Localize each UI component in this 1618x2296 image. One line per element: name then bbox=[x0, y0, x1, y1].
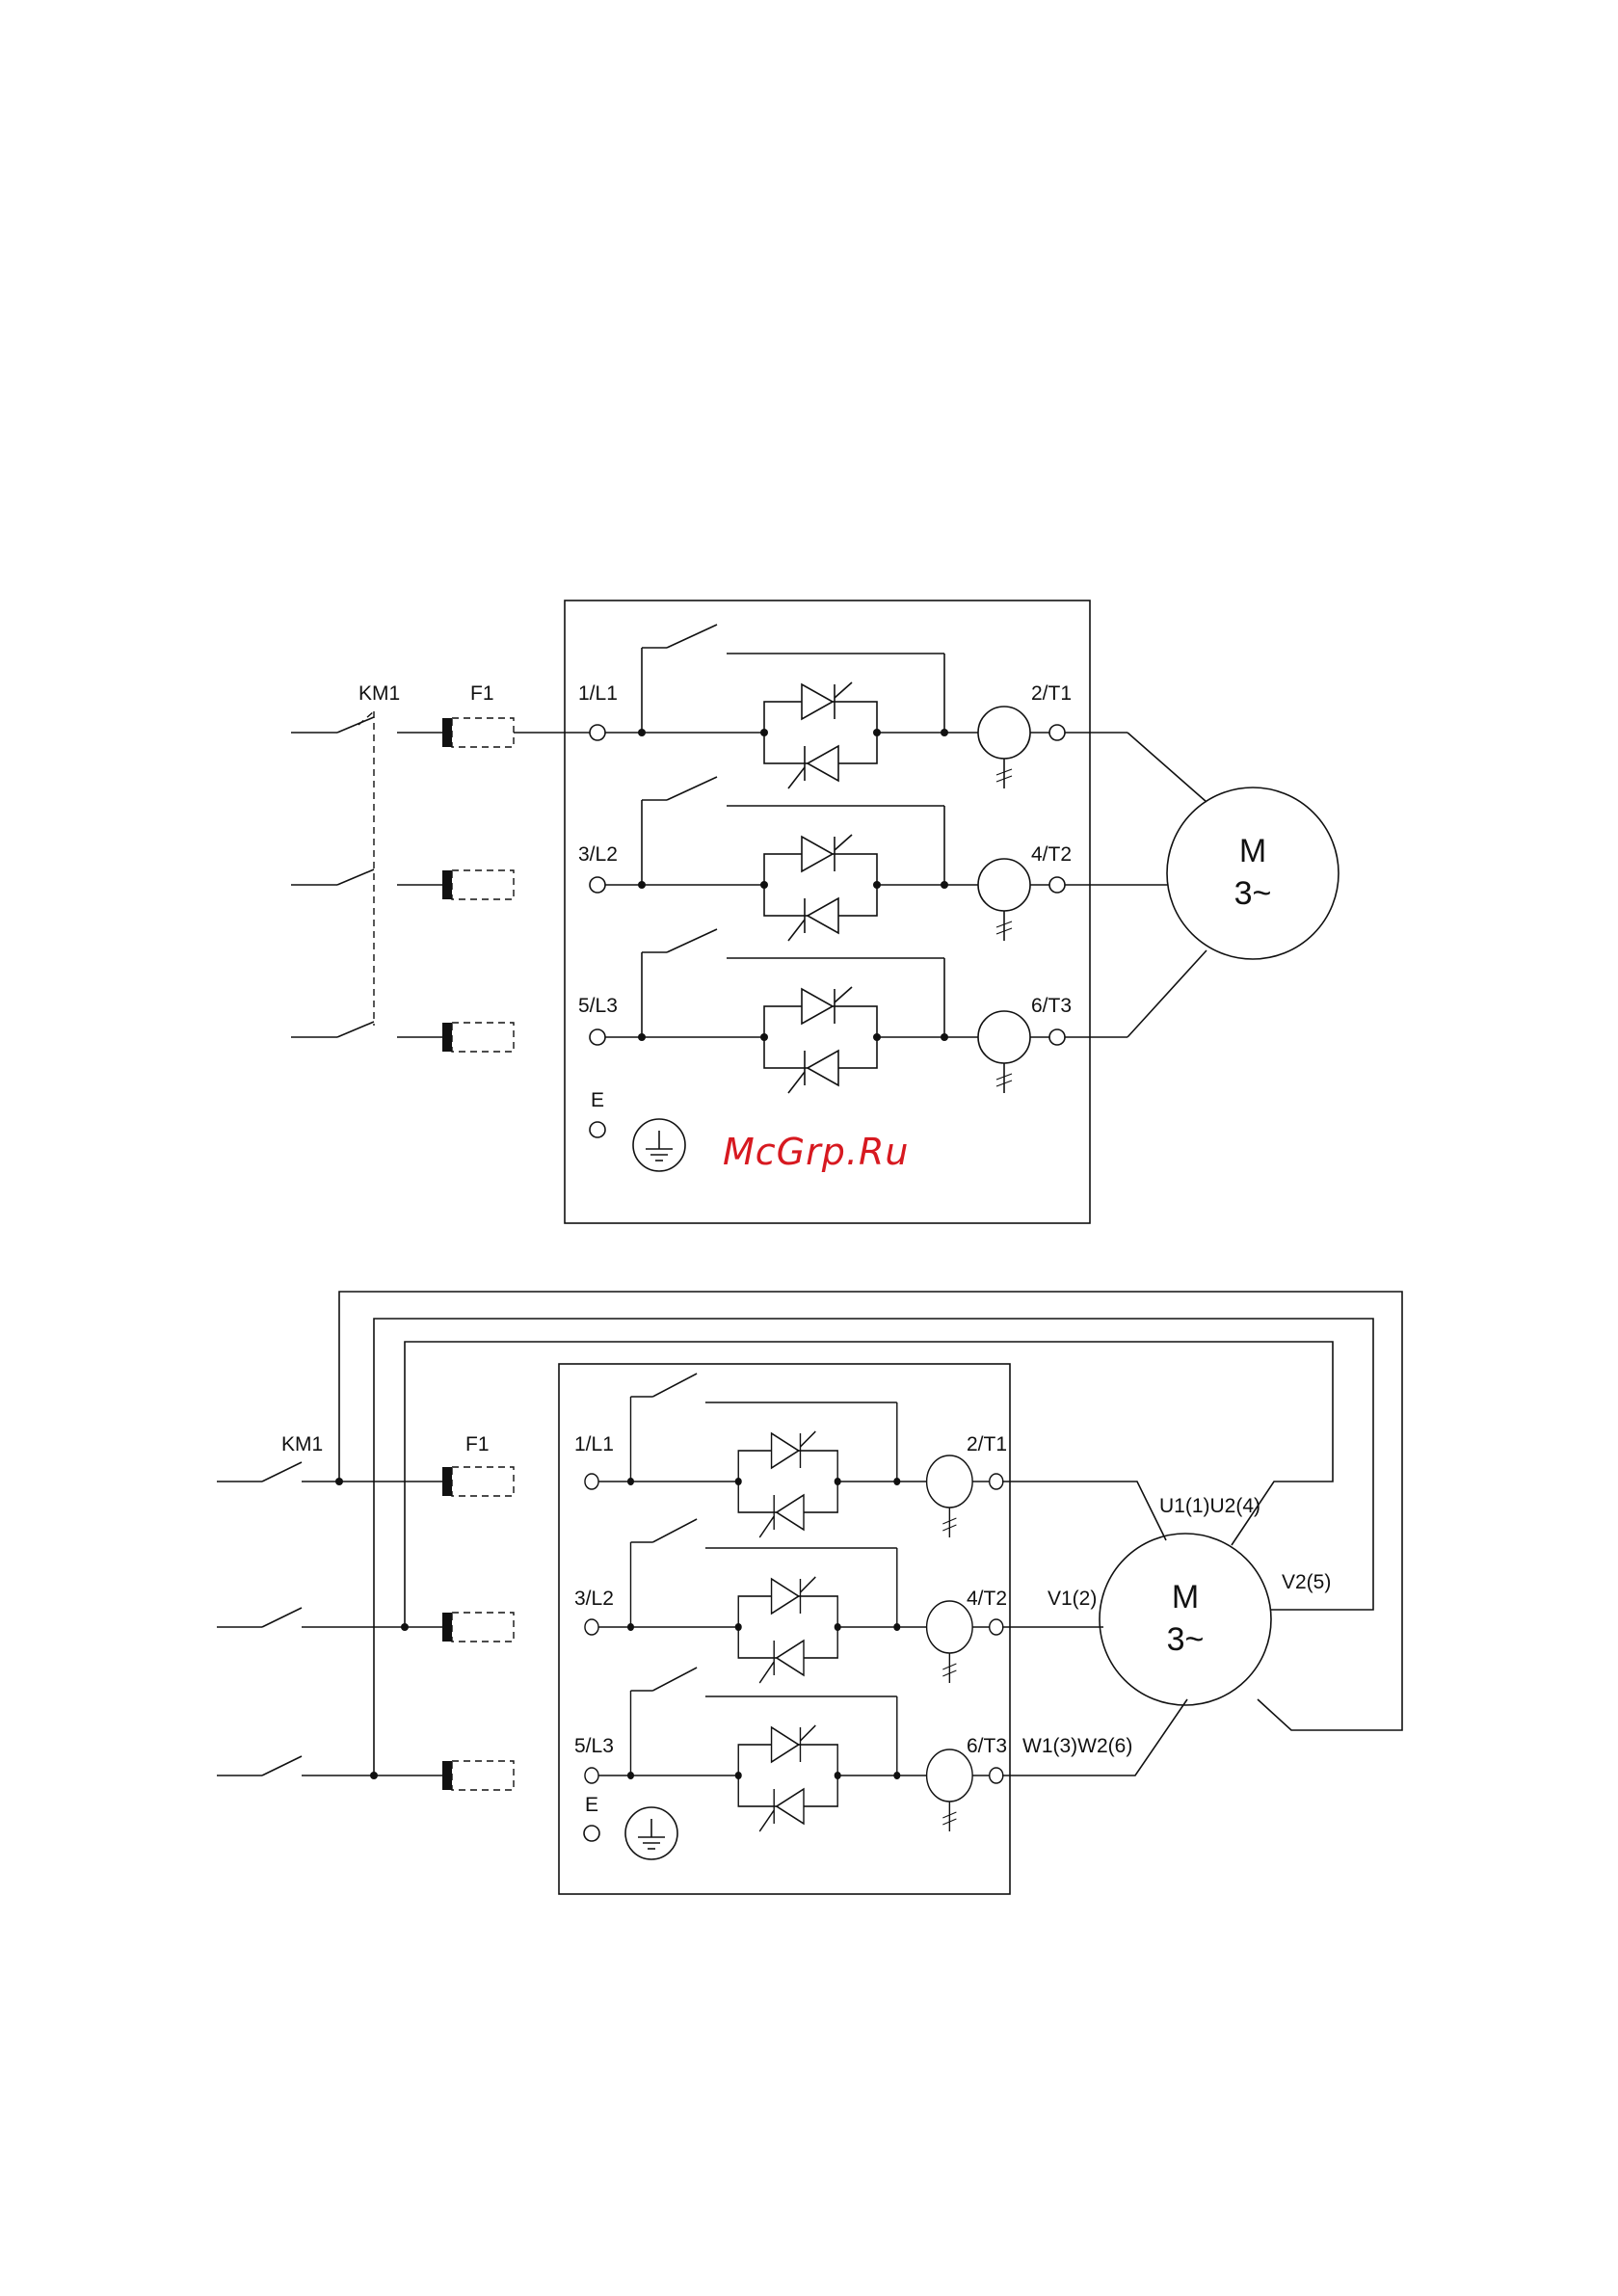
motor-label: M bbox=[1172, 1579, 1199, 1615]
km1-contactor bbox=[217, 1462, 442, 1779]
terminal-3-l2: 3/L2 bbox=[578, 843, 618, 866]
motor-phase-label: 3~ bbox=[1234, 875, 1272, 912]
motor bbox=[1100, 1534, 1271, 1705]
terminal-6-t3: 6/T3 bbox=[1031, 995, 1072, 1017]
earth-icon bbox=[625, 1807, 677, 1859]
earth-terminal bbox=[584, 1826, 599, 1841]
motor-phase-label: 3~ bbox=[1167, 1621, 1205, 1658]
earth-label: E bbox=[585, 1794, 598, 1816]
phase-l1 bbox=[590, 625, 1065, 788]
winding-w-label: W1(3)W2(6) bbox=[1022, 1735, 1132, 1757]
terminal-6-t3: 6/T3 bbox=[967, 1735, 1007, 1757]
km1-label: KM1 bbox=[358, 682, 400, 705]
earth-icon bbox=[633, 1119, 685, 1171]
terminal-3-l2: 3/L2 bbox=[574, 1588, 614, 1610]
terminal-2-t1: 2/T1 bbox=[1031, 682, 1072, 705]
terminal-4-t2: 4/T2 bbox=[1031, 843, 1072, 866]
terminal-2-t1: 2/T1 bbox=[967, 1433, 1007, 1455]
phase-l2 bbox=[585, 1519, 1003, 1683]
km1-contactor bbox=[291, 711, 442, 1037]
terminal-5-l3: 5/L3 bbox=[578, 995, 618, 1017]
watermark: McGrp.Ru bbox=[723, 1131, 909, 1173]
winding-v1-label: V1(2) bbox=[1048, 1588, 1097, 1610]
earth-terminal bbox=[590, 1122, 605, 1137]
terminal-5-l3: 5/L3 bbox=[574, 1735, 614, 1757]
f1-label: F1 bbox=[465, 1433, 490, 1455]
km1-label: KM1 bbox=[281, 1433, 323, 1455]
bottom-diagram: KM1 F1 1/L1 3/L2 5/L3 2/T1 4/T2 6/T3 E M… bbox=[217, 1292, 1402, 1894]
earth-label: E bbox=[591, 1089, 604, 1111]
winding-u-label: U1(1)U2(4) bbox=[1159, 1495, 1260, 1517]
f1-fuses bbox=[442, 1467, 514, 1790]
terminal-1-l1: 1/L1 bbox=[578, 682, 618, 705]
terminal-4-t2: 4/T2 bbox=[967, 1588, 1007, 1610]
top-diagram: KM1 F1 1/L1 3/L2 5/L3 2/T1 4/T2 6/T3 E M… bbox=[291, 601, 1339, 1223]
terminal-1-l1: 1/L1 bbox=[574, 1433, 614, 1455]
f1-label: F1 bbox=[470, 682, 494, 705]
motor bbox=[1167, 788, 1339, 959]
phase-l2 bbox=[590, 777, 1065, 941]
winding-v2-label: V2(5) bbox=[1282, 1571, 1331, 1593]
phase-l3 bbox=[590, 929, 1065, 1093]
motor-label: M bbox=[1239, 833, 1266, 869]
f1-fuses bbox=[442, 718, 590, 1052]
phase-l1 bbox=[585, 1374, 1003, 1537]
